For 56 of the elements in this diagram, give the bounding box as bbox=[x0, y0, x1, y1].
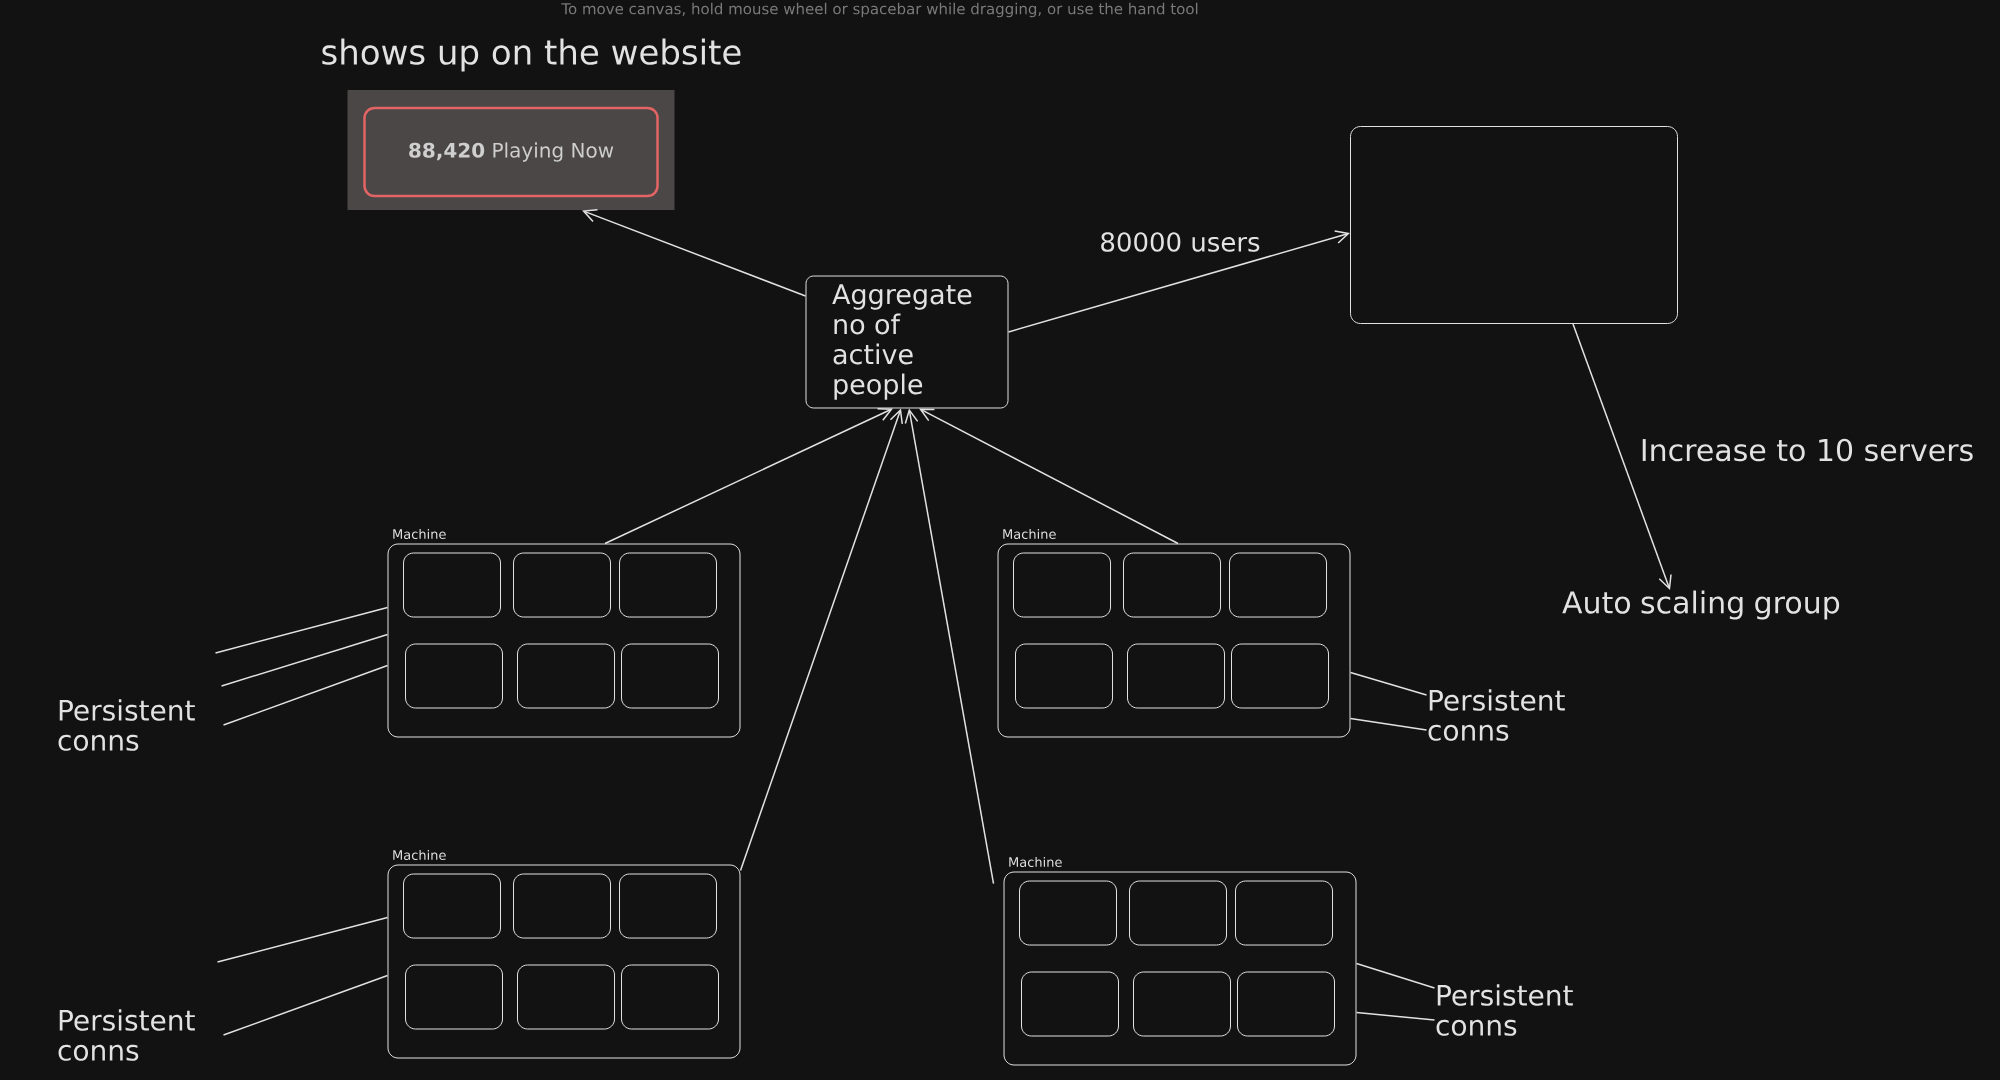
connector-line bbox=[1349, 717, 1428, 731]
empty-box bbox=[1350, 126, 1678, 324]
machine-label: Machine bbox=[1003, 528, 1056, 539]
slot-box bbox=[1229, 552, 1327, 618]
hint-text: To move canvas, hold mouse wheel or spacebar while dragging, or use the hand tool bbox=[561, 2, 1198, 18]
arrow bbox=[582, 209, 807, 297]
slot-box bbox=[405, 643, 503, 709]
arrow bbox=[604, 408, 893, 545]
slot-box bbox=[403, 873, 501, 939]
slot-box bbox=[1015, 643, 1113, 709]
machine-label: Machine bbox=[1009, 856, 1062, 867]
note-text: Auto scaling group bbox=[1562, 590, 1840, 620]
slot-box bbox=[1013, 552, 1111, 618]
slot-box bbox=[1231, 643, 1329, 709]
slot-box bbox=[1127, 643, 1225, 709]
arrow bbox=[919, 408, 1179, 545]
counter-badge: 88,420 Playing Now bbox=[363, 106, 659, 198]
slot-box bbox=[619, 873, 717, 939]
connector-line bbox=[216, 916, 389, 963]
slot-box bbox=[1021, 971, 1119, 1037]
connector-line bbox=[1349, 671, 1428, 696]
machine-label: Machine bbox=[393, 849, 446, 861]
slot-box bbox=[405, 964, 503, 1030]
caption-text: shows up on the website bbox=[322, 38, 741, 72]
slot-box bbox=[1019, 880, 1117, 946]
slot-box bbox=[621, 643, 719, 709]
slot-box bbox=[1235, 880, 1333, 946]
connector-line bbox=[1355, 1011, 1436, 1021]
note-text: Persistent conns bbox=[58, 699, 195, 751]
machine-label: Machine bbox=[393, 528, 446, 539]
connector-line bbox=[220, 633, 389, 687]
note-text: Persistent conns bbox=[58, 1009, 195, 1061]
arrow bbox=[1572, 323, 1672, 590]
slot-box bbox=[513, 873, 611, 939]
connector-line bbox=[1355, 962, 1436, 989]
connector-line bbox=[222, 974, 389, 1036]
connector-line bbox=[214, 606, 389, 654]
slot-box bbox=[1129, 880, 1227, 946]
process-box: Aggregate no of active people bbox=[805, 275, 1009, 409]
edge-label: Increase to 10 servers bbox=[1637, 436, 1977, 464]
slot-box bbox=[517, 964, 615, 1030]
arrow bbox=[739, 408, 903, 872]
slot-box bbox=[1123, 552, 1221, 618]
slot-box bbox=[1237, 971, 1335, 1037]
slot-box bbox=[1133, 971, 1231, 1037]
arrow bbox=[904, 408, 995, 885]
slot-box bbox=[513, 552, 611, 618]
edge-label: 80000 users bbox=[1096, 229, 1264, 255]
arrow bbox=[1007, 230, 1351, 333]
slot-box bbox=[403, 552, 501, 618]
connector-line bbox=[222, 664, 389, 726]
note-text: Persistent conns bbox=[1436, 984, 1573, 1036]
note-text: Persistent conns bbox=[1428, 689, 1565, 741]
slot-box bbox=[619, 552, 717, 618]
slot-box bbox=[621, 964, 719, 1030]
slot-box bbox=[517, 643, 615, 709]
